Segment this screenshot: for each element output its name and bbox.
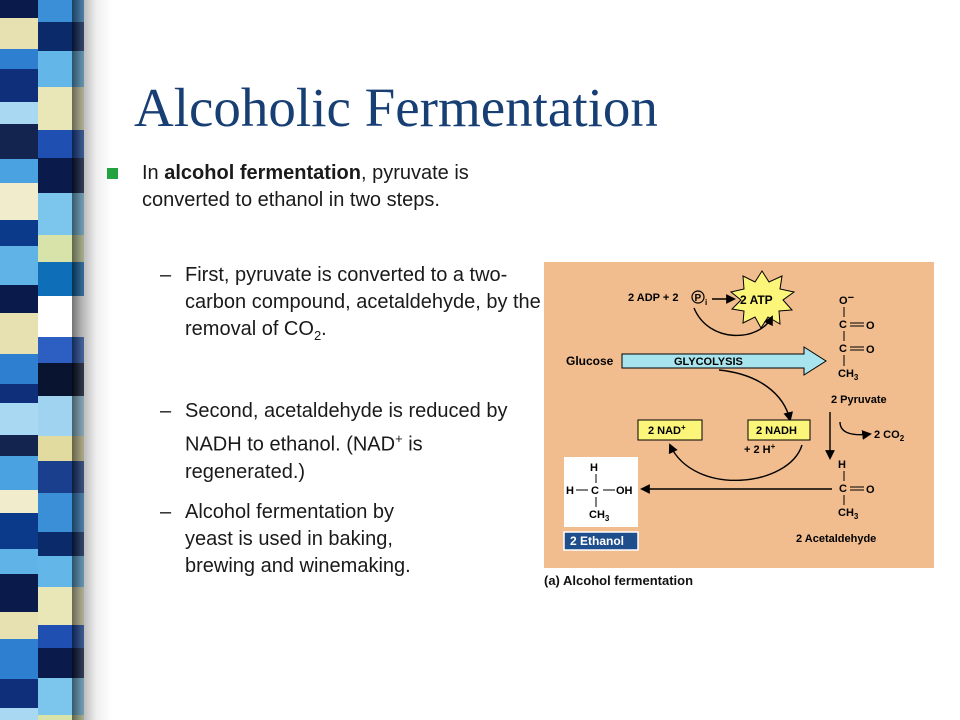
dash: – xyxy=(160,264,172,286)
strip-block xyxy=(0,612,38,639)
strip-block xyxy=(0,159,38,183)
bullet-rest: , pyruvate is converted to ethanol in tw… xyxy=(142,162,469,211)
strip-block xyxy=(0,679,38,708)
co2-arrow xyxy=(839,421,872,440)
strip-block xyxy=(0,403,38,435)
nadh-box xyxy=(747,419,811,441)
pyruvate-o1: O xyxy=(866,320,875,332)
strip-block xyxy=(0,183,38,220)
ethanol-ch3: CH3 xyxy=(589,509,610,523)
strip-block xyxy=(0,124,38,159)
pyruvate-label: 2 Pyruvate xyxy=(831,394,887,406)
phosphate-subscript: i xyxy=(705,298,707,307)
dash: – xyxy=(160,501,172,523)
nadh-label: 2 NADH xyxy=(756,425,797,437)
strip-block xyxy=(0,220,38,246)
co2-label: 2 CO2 xyxy=(874,429,905,443)
strip-block xyxy=(0,313,38,354)
ethanol-label-box xyxy=(563,531,639,551)
bullet-prefix: In xyxy=(142,162,165,184)
strip-block xyxy=(38,715,84,720)
phosphate-icon xyxy=(691,290,705,304)
glycolysis-label: GLYCOLYSIS xyxy=(674,356,743,368)
dash: – xyxy=(160,400,172,422)
page-title: Alcoholic Fermentation xyxy=(134,77,658,138)
sub-bullet-text: Second, acetaldehyde is reduced by NADH … xyxy=(185,398,545,486)
strip-block xyxy=(0,49,38,69)
strip-block xyxy=(0,285,38,313)
strip-block xyxy=(0,456,38,490)
h-plus-label: + 2 H+ xyxy=(744,442,776,456)
strip-block xyxy=(0,549,38,574)
sub2-superscript: + xyxy=(395,431,403,446)
bullet-bold-term: alcohol fermentation xyxy=(164,162,361,184)
sub2-end: is regenerated.) xyxy=(185,433,423,483)
acetaldehyde-h: H xyxy=(838,459,846,471)
adp-label: 2 ADP + 2 xyxy=(628,292,678,304)
strip-block xyxy=(0,102,38,124)
pyruvate-o-minus: O− xyxy=(839,292,854,307)
pyruvate-c2: C xyxy=(839,343,847,355)
phosphate-letter: P xyxy=(695,293,702,304)
strip-shadow xyxy=(72,0,112,720)
strip-block xyxy=(0,0,38,18)
diagram-caption: (a) Alcohol fermentation xyxy=(544,573,694,588)
nad-curve-arrow xyxy=(668,443,803,482)
strip-block xyxy=(0,18,38,49)
strip-block xyxy=(0,513,38,549)
ethanol-oh: OH xyxy=(616,485,633,497)
ethanol-structure-box xyxy=(564,457,638,527)
pyruvate-o2: O xyxy=(866,344,875,356)
sub-bullet-text: First, pyruvate is converted to a two-ca… xyxy=(185,262,545,349)
nad-box xyxy=(637,419,703,441)
acetaldehyde-o: O xyxy=(866,484,875,496)
pyruvate-ch3: CH3 xyxy=(838,368,859,382)
ethanol-c: C xyxy=(591,485,599,497)
nad-label: 2 NAD+ xyxy=(648,423,686,437)
acetaldehyde-label: 2 Acetaldehyde xyxy=(796,533,876,545)
acetaldehyde-c: C xyxy=(839,483,847,495)
ethanol-h-left: H xyxy=(566,485,574,497)
acetaldehyde-ch3: CH3 xyxy=(838,507,859,521)
strip-block xyxy=(0,246,38,285)
ethanol-h-top: H xyxy=(590,462,598,474)
strip-block xyxy=(0,708,38,720)
adp-curve-arrow xyxy=(693,307,773,337)
atp-label: 2 ATP xyxy=(740,293,773,307)
glucose-label: Glucose xyxy=(566,354,614,368)
fermentation-diagram: 2 ADP + 2 P i 2 ATP Glucose GLYCOLYSIS 2… xyxy=(544,262,934,568)
strip-block xyxy=(0,69,38,102)
sub1-text: First, pyruvate is converted to a two-ca… xyxy=(185,264,541,340)
strip-block xyxy=(0,435,38,456)
sub1-subscript: 2 xyxy=(313,328,322,343)
sub2-text: Second, acetaldehyde is reduced by NADH … xyxy=(185,400,508,456)
nadh-curve-arrow xyxy=(718,369,794,422)
sub-bullet-text: Alcohol fermentation by yeast is used in… xyxy=(185,501,411,577)
strip-block xyxy=(0,354,38,384)
strip-block xyxy=(0,574,38,612)
bullet-text: In alcohol fermentation, pyruvate is con… xyxy=(142,160,542,214)
strip-block xyxy=(0,384,38,403)
ethanol-label: 2 Ethanol xyxy=(570,534,624,548)
glycolysis-arrow xyxy=(621,346,827,376)
sub1-end: . xyxy=(321,318,327,340)
strip-block xyxy=(0,639,38,679)
bullet-marker xyxy=(107,168,118,179)
pyruvate-c1: C xyxy=(839,319,847,331)
strip-block xyxy=(0,490,38,513)
